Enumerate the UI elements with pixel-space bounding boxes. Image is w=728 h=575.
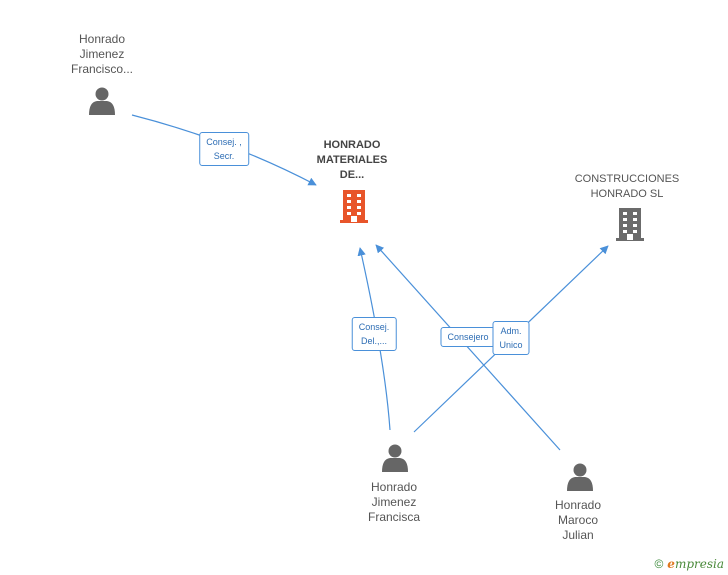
edge-label-consejero[interactable]: Consejero <box>440 327 496 347</box>
node-label-person-top[interactable]: Honrado Jimenez Francisco... <box>71 32 133 77</box>
label-line: MATERIALES <box>316 154 388 166</box>
label-line: CONSTRUCCIONES <box>574 173 680 185</box>
brand-logo-e: e <box>667 557 675 571</box>
edge-right-to-main <box>375 244 561 451</box>
label-line: Jimenez <box>371 495 417 509</box>
label-line: Honrado <box>554 498 602 512</box>
building-icon-main[interactable] <box>340 190 368 223</box>
label-line: DE... <box>339 169 365 181</box>
node-label-person-mid[interactable]: Honrado Jimenez Francisca <box>368 480 420 525</box>
label-line: HONRADO <box>323 139 381 151</box>
label-line: HONRADO SL <box>590 188 664 200</box>
node-label-main-company[interactable]: HONRADO MATERIALES DE... <box>317 138 388 183</box>
building-icon-company[interactable] <box>616 208 644 241</box>
edge-label-line: Adm. <box>500 326 522 336</box>
edge-label-line: Consej. , <box>206 137 242 147</box>
edge-label-line: Del.,... <box>360 336 388 346</box>
edge-label-line: Secr. <box>213 151 235 161</box>
label-line: Francisco... <box>70 62 134 76</box>
edge-label-line: Consej. <box>358 322 390 332</box>
copyright-icon: © <box>654 557 664 571</box>
person-icon[interactable] <box>89 87 115 116</box>
edge-label-consej-del[interactable]: Consej. Del.,... <box>351 317 397 351</box>
edge-label-line: Consejero <box>447 332 489 342</box>
label-line: Maroco <box>557 513 598 527</box>
edge-label-consej-secr[interactable]: Consej. , Secr. <box>199 132 249 166</box>
label-line: Julian <box>562 528 594 542</box>
edge-label-adm-unico[interactable]: Adm. Unico <box>492 321 530 355</box>
brand-logo-text: mpresia <box>674 557 724 571</box>
label-line: Honrado <box>370 480 418 494</box>
brand-logo[interactable]: ©empresia <box>654 557 724 571</box>
person-icon[interactable] <box>382 444 408 473</box>
node-label-company[interactable]: CONSTRUCCIONES HONRADO SL <box>575 172 680 202</box>
label-line: Francisca <box>367 510 421 524</box>
node-label-person-right[interactable]: Honrado Maroco Julian <box>555 498 601 543</box>
person-icon[interactable] <box>567 463 593 492</box>
label-line: Honrado <box>78 32 126 46</box>
label-line: Jimenez <box>79 47 125 61</box>
edge-label-line: Unico <box>499 340 523 350</box>
